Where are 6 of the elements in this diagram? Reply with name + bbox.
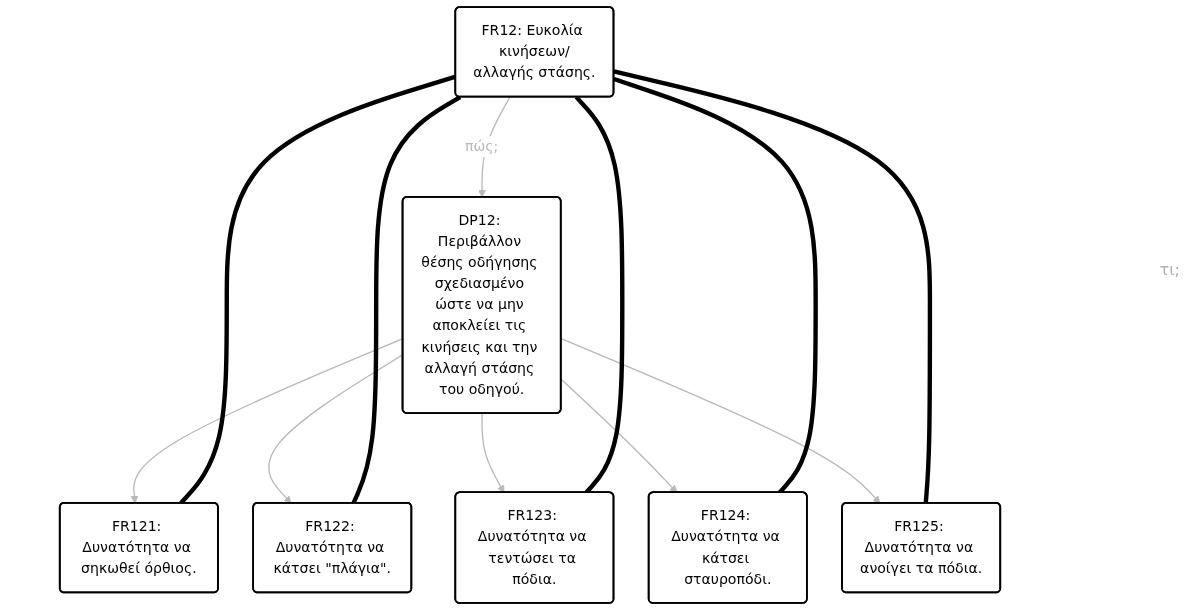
note-text: τι; xyxy=(1159,260,1180,279)
edge-label: πώς; xyxy=(465,138,499,155)
arrow xyxy=(560,338,881,504)
arrow xyxy=(481,412,505,493)
connector xyxy=(613,69,933,504)
arrow xyxy=(560,378,678,493)
